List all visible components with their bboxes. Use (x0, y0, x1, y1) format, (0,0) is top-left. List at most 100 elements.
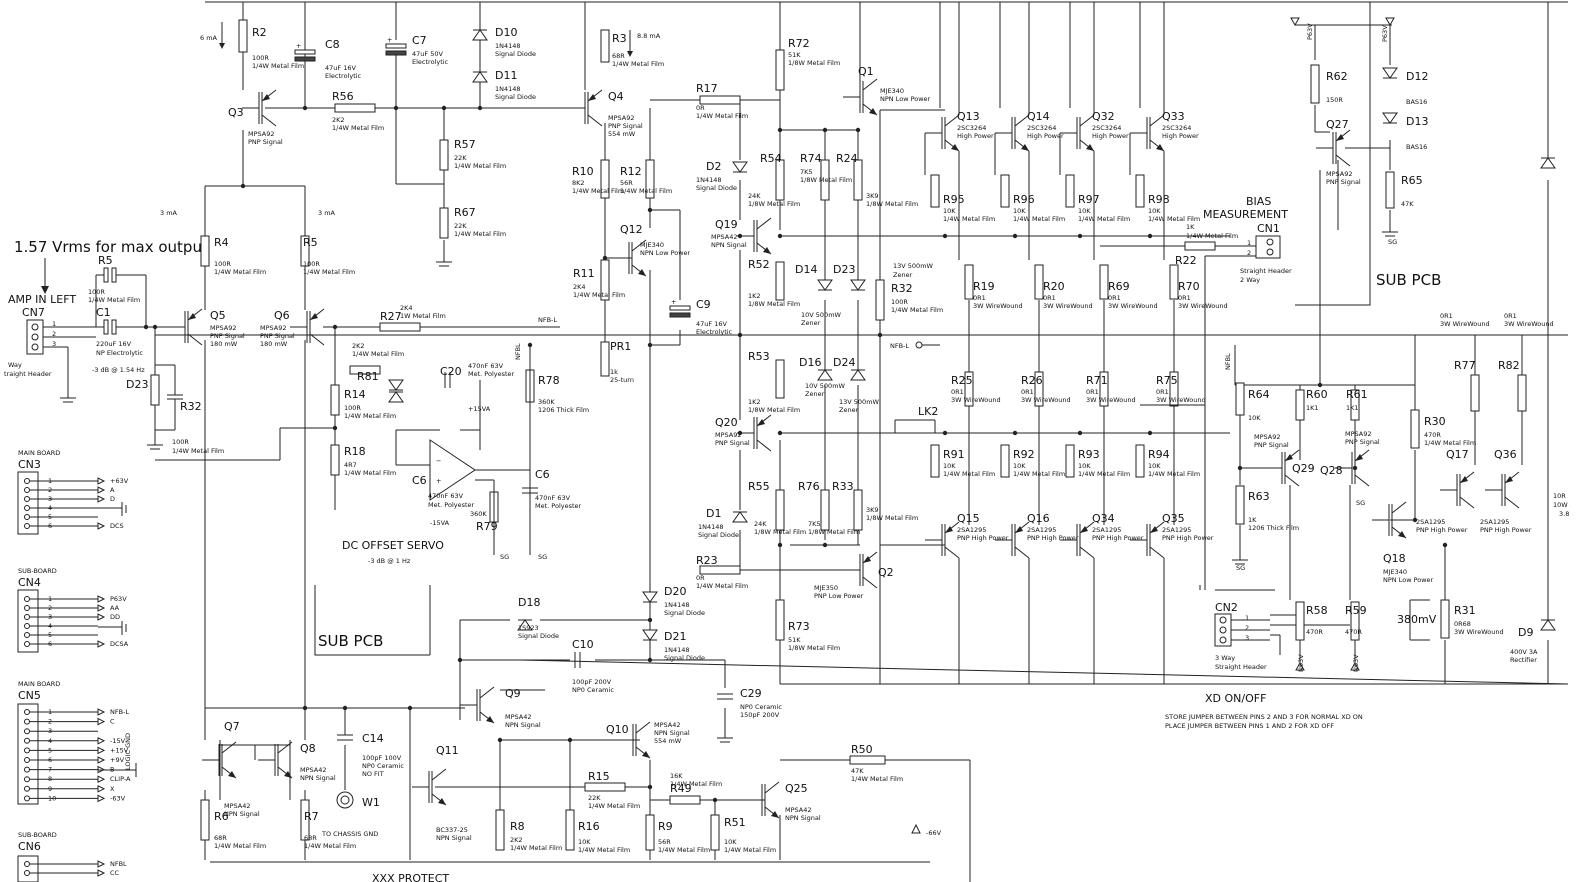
input-section: 1.57 Vrms for max output AMP IN LEFT CN7… (4, 238, 224, 455)
component-value: 7K5 (800, 168, 813, 176)
component-rating: 1/4W Metal Film (588, 802, 640, 810)
component-note: NO FIT (362, 770, 384, 778)
component-ref: Q7 (224, 720, 240, 733)
diode (642, 591, 658, 603)
resistor (600, 159, 610, 199)
electrolytic-capacitor: + (294, 42, 316, 62)
junction-dot (143, 324, 149, 330)
component-value: MPSA42 (711, 233, 738, 241)
component-value: 0R1 (1086, 388, 1099, 396)
chassis-terminal-inner (340, 795, 350, 805)
net-flag (97, 717, 106, 726)
net-flag (97, 595, 106, 603)
svg-text:+: + (436, 477, 441, 485)
component-ref: Q2 (878, 566, 894, 579)
connector-pin (24, 596, 30, 602)
component-ref: R77 (1454, 359, 1476, 372)
component-rating: 150pF 200V (740, 711, 780, 719)
component-ref: D21 (664, 630, 686, 643)
svg-text:1/4W Metal Film: 1/4W Metal Film (88, 296, 140, 304)
component-ref: R19 (973, 280, 995, 293)
component-ref: R69 (1108, 280, 1130, 293)
connector-pin (24, 496, 30, 502)
bias-measurement: BIAS MEASUREMENT CN1 1 2 Straight Header… (1100, 195, 1292, 406)
component-rating: 1/4W Metal Film (578, 846, 630, 854)
svg-text:CN5: CN5 (18, 689, 41, 702)
component-value: 470nF 63V (468, 362, 504, 370)
resistor (1517, 374, 1527, 412)
svg-text:R5: R5 (98, 254, 113, 267)
component-rating: 1/4W Metal Film (352, 350, 404, 358)
svg-text:3W WireWound: 3W WireWound (1504, 320, 1554, 328)
svg-text:−: − (436, 457, 441, 465)
component-rating: Rectifier (1510, 656, 1537, 664)
resistor (379, 322, 421, 332)
component-ref: D16 (799, 356, 821, 369)
transistor (242, 89, 277, 127)
component-value: 1K1 (1346, 404, 1359, 412)
junction-dot (332, 425, 338, 431)
component-ref: R15 (588, 770, 610, 783)
component-ref: D18 (518, 596, 540, 609)
component-rating: NPN Signal (224, 810, 260, 818)
component-rating: 1/8W Metal Film (748, 300, 800, 308)
component-value: 2SC3264 (957, 124, 986, 132)
junction-dot (407, 705, 413, 711)
net-label: D (110, 495, 115, 503)
junction-dot (777, 542, 783, 548)
net-flag (97, 486, 106, 494)
svg-text:3: 3 (1245, 634, 1249, 642)
component-rating: 1/4W Metal Film (344, 469, 396, 477)
net-flag (97, 756, 106, 764)
component-rating: 1/8W Metal Film (748, 406, 800, 414)
svg-text:P63V: P63V (1306, 23, 1314, 40)
junction-dot (1237, 465, 1243, 471)
component-rating: Electrolytic (325, 72, 362, 80)
component-ref: Q3 (228, 106, 244, 119)
component-ref: R59 (1345, 604, 1367, 617)
component-value: 2K2 (352, 342, 365, 350)
emitter-resistor (1034, 264, 1044, 300)
transistor (412, 768, 447, 806)
component-value: 0R1 (1178, 294, 1191, 302)
net-label: NFBL (110, 860, 127, 868)
component-ref: Q11 (436, 744, 459, 757)
connector-pin (24, 795, 30, 802)
svg-text:CN3: CN3 (18, 458, 41, 471)
component-value: MJE340 (640, 241, 664, 249)
junction-dot (497, 737, 503, 743)
component-value: 47K (851, 767, 864, 775)
resistor (1295, 389, 1305, 421)
connector-pin (24, 505, 30, 511)
component-rating: High Power (957, 132, 994, 140)
component-value: NP0 Ceramic (740, 703, 782, 711)
component-value: 10K (1078, 462, 1091, 470)
svg-text:3W WireWound: 3W WireWound (1440, 320, 1490, 328)
component-ref: R51 (724, 816, 746, 829)
component-rating: 1/4W Metal Film (1013, 470, 1065, 478)
component-rating: NP0 Ceramic (362, 762, 404, 770)
base-resistor (1065, 174, 1075, 208)
component-value: 470R (1345, 628, 1362, 636)
resistor (584, 782, 626, 792)
component-ref: R78 (538, 374, 560, 387)
component-value: 22K (454, 154, 467, 162)
component-rating: NPN Low Power (1383, 576, 1434, 584)
component-rating: PNP Low Power (814, 592, 864, 600)
net-label: A (110, 486, 115, 494)
junction-dot (477, 105, 483, 111)
connector-pin (24, 514, 30, 520)
component-rating: Electrolytic (696, 328, 733, 336)
component-ref: R70 (1178, 280, 1200, 293)
svg-text:STORE JUMPER BETWEEN PINS 2 AN: STORE JUMPER BETWEEN PINS 2 AND 3 FOR NO… (1165, 713, 1363, 721)
cn7-header: traight Header (4, 370, 52, 378)
resistor (849, 755, 886, 765)
junction-dot (647, 207, 653, 213)
base-resistor (1000, 444, 1010, 478)
output-npn-transistor (1130, 114, 1165, 152)
transistor (612, 239, 647, 277)
component-rating: Signal Diode (495, 50, 536, 58)
transistor (460, 686, 495, 724)
component-ref: R56 (332, 90, 354, 103)
